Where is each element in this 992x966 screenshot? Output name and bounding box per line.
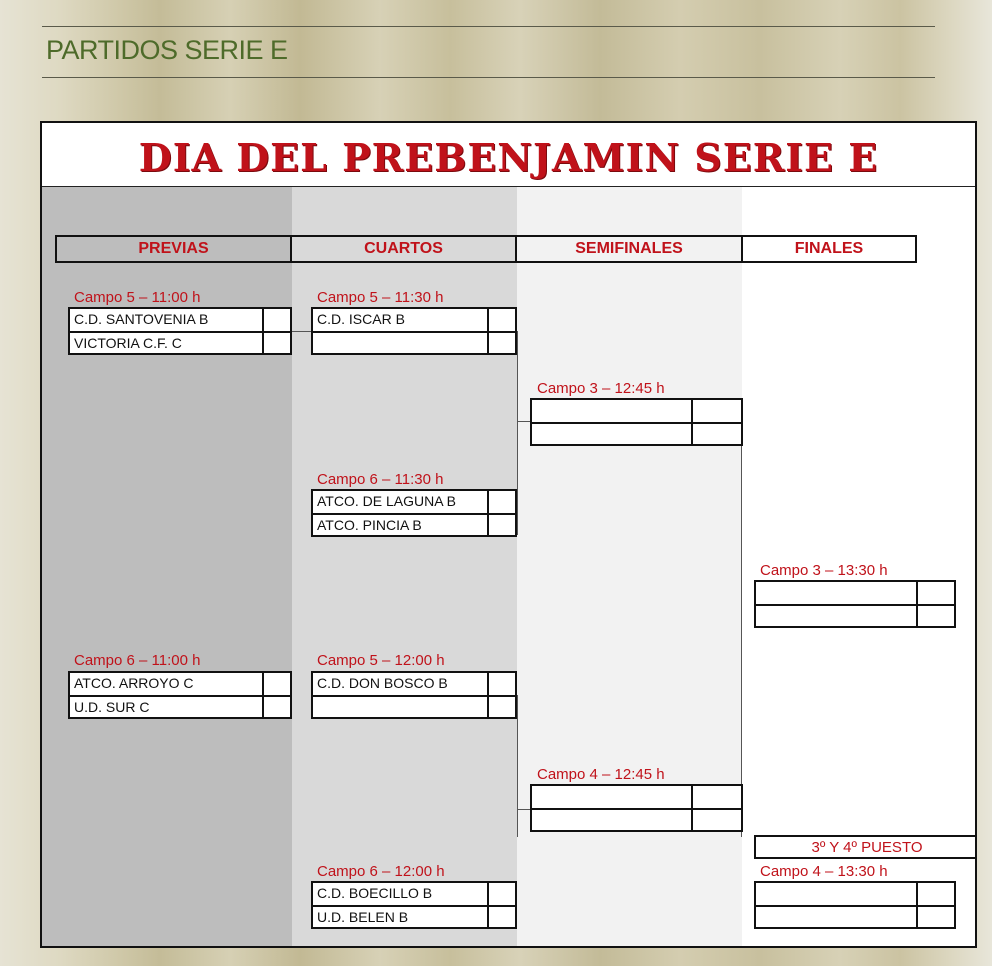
score-cell[interactable]	[487, 883, 515, 905]
match-label: Campo 5 – 11:30 h	[317, 289, 444, 306]
bracket-document: DIA DEL PREBENJAMIN SERIE E PREVIAS CUAR…	[40, 121, 977, 948]
connector-line	[517, 331, 518, 535]
connector-line	[517, 695, 518, 837]
score-cell[interactable]	[916, 582, 954, 604]
score-cell[interactable]	[487, 515, 515, 535]
score-cell[interactable]	[691, 400, 741, 422]
team-name	[532, 400, 691, 422]
team-name: U.D. SUR C	[70, 697, 262, 717]
column-semifinales	[517, 187, 742, 946]
connector-line	[517, 421, 531, 422]
score-cell[interactable]	[691, 424, 741, 444]
team-name: VICTORIA C.F. C	[70, 333, 262, 353]
match-box	[530, 398, 743, 446]
team-name: U.D. BELEN B	[313, 907, 487, 927]
match-label: Campo 4 – 13:30 h	[760, 863, 888, 880]
team-name	[532, 786, 691, 808]
match-box: C.D. BOECILLO B U.D. BELEN B	[311, 881, 517, 929]
score-cell[interactable]	[487, 309, 515, 331]
third-place-header: 3º Y 4º PUESTO	[754, 835, 975, 859]
score-cell[interactable]	[487, 333, 515, 353]
score-cell[interactable]	[262, 333, 290, 353]
page-title: PARTIDOS SERIE E	[46, 35, 288, 65]
team-name: C.D. DON BOSCO B	[313, 673, 487, 695]
column-finales	[742, 187, 975, 946]
score-cell[interactable]	[262, 309, 290, 331]
round-header-semifinales: SEMIFINALES	[515, 235, 743, 263]
match-label: Campo 3 – 13:30 h	[760, 562, 888, 579]
match-label: Campo 5 – 11:00 h	[74, 289, 201, 306]
score-cell[interactable]	[691, 810, 741, 830]
score-cell[interactable]	[916, 907, 954, 927]
match-label: Campo 6 – 11:00 h	[74, 652, 201, 669]
team-name	[756, 883, 916, 905]
connector-line	[292, 331, 312, 332]
score-cell[interactable]	[487, 907, 515, 927]
team-name: C.D. ISCAR B	[313, 309, 487, 331]
score-cell[interactable]	[262, 697, 290, 717]
match-label: Campo 5 – 12:00 h	[317, 652, 445, 669]
round-header-finales: FINALES	[741, 235, 917, 263]
match-box: ATCO. DE LAGUNA B ATCO. PINCIA B	[311, 489, 517, 537]
banner-title: DIA DEL PREBENJAMIN SERIE E	[138, 135, 879, 180]
team-name	[756, 907, 916, 927]
team-name	[313, 697, 487, 717]
connector-line	[741, 445, 742, 837]
match-box: C.D. SANTOVENIA B VICTORIA C.F. C	[68, 307, 292, 355]
match-box: C.D. DON BOSCO B	[311, 671, 517, 719]
match-label: Campo 6 – 11:30 h	[317, 471, 444, 488]
team-name	[756, 606, 916, 626]
round-header-previas: PREVIAS	[55, 235, 292, 263]
match-box	[530, 784, 743, 832]
team-name: ATCO. ARROYO C	[70, 673, 262, 695]
match-label: Campo 4 – 12:45 h	[537, 766, 665, 783]
team-name	[756, 582, 916, 604]
team-name: C.D. BOECILLO B	[313, 883, 487, 905]
team-name: ATCO. DE LAGUNA B	[313, 491, 487, 513]
team-name	[313, 333, 487, 353]
match-box	[754, 881, 956, 929]
match-box: ATCO. ARROYO C U.D. SUR C	[68, 671, 292, 719]
team-name: C.D. SANTOVENIA B	[70, 309, 262, 331]
match-label: Campo 3 – 12:45 h	[537, 380, 665, 397]
score-cell[interactable]	[487, 673, 515, 695]
score-cell[interactable]	[916, 883, 954, 905]
score-cell[interactable]	[691, 786, 741, 808]
match-box: C.D. ISCAR B	[311, 307, 517, 355]
banner: DIA DEL PREBENJAMIN SERIE E	[42, 123, 975, 187]
score-cell[interactable]	[487, 697, 515, 717]
score-cell[interactable]	[262, 673, 290, 695]
score-cell[interactable]	[916, 606, 954, 626]
match-box	[754, 580, 956, 628]
match-label: Campo 6 – 12:00 h	[317, 863, 445, 880]
round-header-cuartos: CUARTOS	[290, 235, 517, 263]
team-name	[532, 424, 691, 444]
score-cell[interactable]	[487, 491, 515, 513]
team-name: ATCO. PINCIA B	[313, 515, 487, 535]
page-header: PARTIDOS SERIE E	[42, 26, 935, 78]
team-name	[532, 810, 691, 830]
connector-line	[517, 809, 531, 810]
